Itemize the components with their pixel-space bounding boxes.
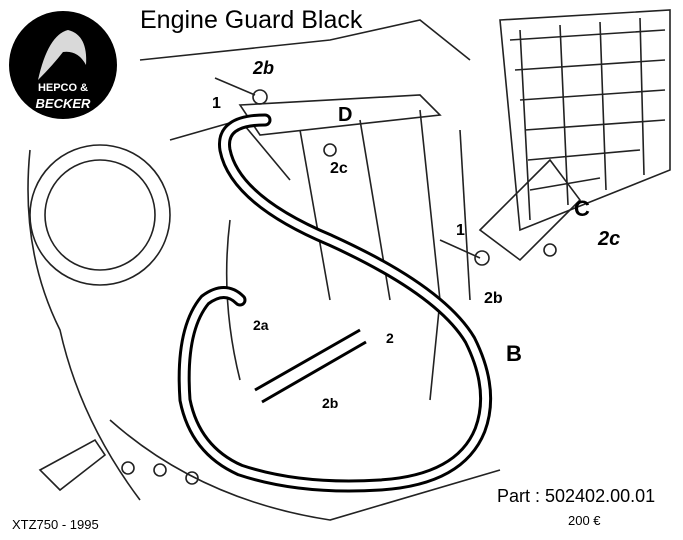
logo-line-1: HEPCO & <box>37 82 89 94</box>
logo-line-2: BECKER <box>35 96 91 111</box>
part-number: Part : 502402.00.01 <box>497 486 656 506</box>
radiator <box>499 9 671 232</box>
engine-cover <box>29 144 171 286</box>
callout-1-upper: 1 <box>212 95 221 112</box>
callout-b: B <box>506 341 522 366</box>
page-title: Engine Guard Black <box>140 6 363 34</box>
cross-tube <box>254 328 367 404</box>
price: 200 € <box>568 513 601 528</box>
hepco-becker-logo: HEPCO & BECKER <box>8 10 118 120</box>
logo-badge <box>9 11 117 119</box>
bracket-c <box>478 158 582 262</box>
callout-2a: 2a <box>253 317 269 333</box>
callout-2b-lower: 2b <box>322 395 339 411</box>
foot-peg <box>38 438 107 492</box>
model-year: XTZ750 - 1995 <box>12 517 99 532</box>
callout-2b-upper: 2b <box>253 58 275 78</box>
callout-1-right: 1 <box>456 222 465 239</box>
callout-2b-right: 2b <box>484 290 503 307</box>
callout-d: D <box>338 104 353 126</box>
callout-2c-right: 2c <box>598 228 621 250</box>
callout-c: C <box>574 196 590 221</box>
callout-2c-upper: 2c <box>330 160 348 177</box>
callout-2: 2 <box>386 330 394 346</box>
